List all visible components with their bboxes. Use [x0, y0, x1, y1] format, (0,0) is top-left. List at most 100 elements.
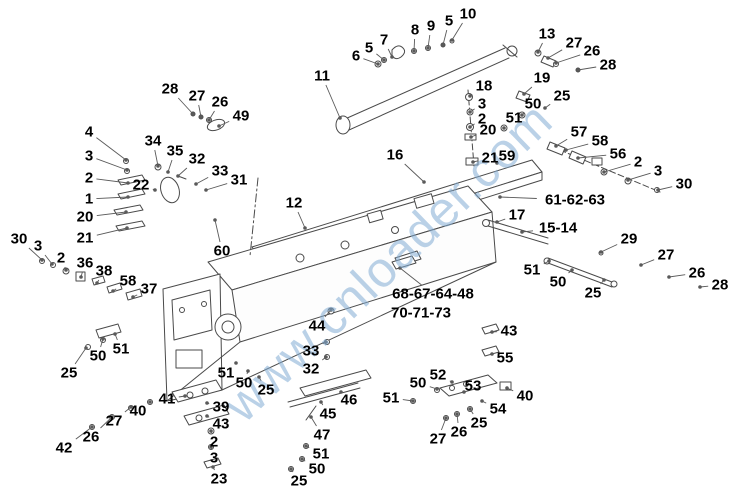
part-callout-61-62-63: 61-62-63: [544, 191, 606, 209]
part-callout-51: 51: [382, 389, 400, 407]
part-callout-17: 17: [508, 206, 526, 224]
part-callout-58: 58: [119, 272, 137, 290]
part-callout-18: 18: [475, 77, 493, 95]
right-plate-chain-drawing: [546, 141, 661, 193]
part-callout-10: 10: [459, 5, 477, 23]
part-callout-25: 25: [60, 364, 78, 382]
part-callout-43: 43: [500, 322, 518, 340]
part-callout-56: 56: [609, 145, 627, 163]
part-callout-6: 6: [351, 47, 361, 65]
part-callout-22: 22: [132, 176, 150, 194]
part-callout-21: 21: [76, 229, 94, 247]
part-callout-25: 25: [290, 472, 308, 490]
part-callout-35: 35: [166, 142, 184, 160]
part-callout-25: 25: [584, 284, 602, 302]
part-callout-29: 29: [620, 230, 638, 248]
part-callout-51: 51: [217, 364, 235, 382]
part-callout-26: 26: [211, 93, 229, 111]
part-callout-3: 3: [33, 237, 43, 255]
part-callout-36: 36: [76, 254, 94, 272]
leader-lines: [28, 22, 709, 473]
part-callout-28: 28: [711, 276, 729, 294]
part-callout-27: 27: [429, 430, 447, 448]
part-callout-30: 30: [10, 230, 28, 248]
part-callout-3: 3: [653, 162, 663, 180]
part-callout-51: 51: [312, 445, 330, 463]
part-callout-60: 60: [213, 242, 231, 260]
part-callout-44: 44: [308, 317, 326, 335]
part-callout-19: 19: [533, 69, 551, 87]
part-callout-27: 27: [188, 87, 206, 105]
part-callout-50: 50: [308, 460, 326, 478]
part-callout-51: 51: [112, 340, 130, 358]
part-callout-3: 3: [477, 95, 487, 113]
part-callout-28: 28: [161, 80, 179, 98]
part-callout-20: 20: [76, 208, 94, 226]
part-callout-50: 50: [235, 374, 253, 392]
part-callout-9: 9: [426, 17, 436, 35]
part-callout-57: 57: [570, 123, 588, 141]
part-callout-37: 37: [140, 280, 158, 298]
part-callout-39: 39: [212, 398, 230, 416]
part-callout-52: 52: [429, 366, 447, 384]
part-callout-13: 13: [538, 25, 556, 43]
part-callout-49: 49: [232, 107, 250, 125]
bottom-center-bars-drawing: [287, 307, 372, 472]
part-callout-43: 43: [212, 415, 230, 433]
part-callout-8: 8: [410, 21, 420, 39]
part-callout-34: 34: [144, 132, 162, 150]
part-callout-46: 46: [340, 391, 358, 409]
part-callout-27: 27: [105, 412, 123, 430]
part-callout-32: 32: [188, 150, 206, 168]
part-callout-32: 32: [302, 360, 320, 378]
bottom-right-assembly-drawing: [410, 323, 512, 421]
part-callout-26: 26: [688, 264, 706, 282]
part-callout-70-71-73: 70-71-73: [390, 304, 452, 322]
part-callout-50: 50: [89, 347, 107, 365]
part-callout-4: 4: [84, 123, 94, 141]
part-callout-26: 26: [82, 428, 100, 446]
part-callout-2: 2: [56, 249, 66, 267]
part-callout-2: 2: [84, 169, 94, 187]
part-callout-26: 26: [583, 42, 601, 60]
part-callout-1: 1: [84, 190, 94, 208]
part-callout-51: 51: [505, 109, 523, 127]
part-callout-25: 25: [470, 414, 488, 432]
part-callout-28: 28: [599, 56, 617, 74]
part-callout-23: 23: [210, 470, 228, 488]
part-callout-33: 33: [211, 162, 229, 180]
part-callout-50: 50: [409, 374, 427, 392]
part-callout-41: 41: [158, 390, 176, 408]
part-callout-53: 53: [464, 377, 482, 395]
part-callout-26: 26: [450, 423, 468, 441]
part-callout-51: 51: [523, 261, 541, 279]
part-callout-20: 20: [479, 121, 497, 139]
part-callout-27: 27: [657, 246, 675, 264]
part-callout-11: 11: [314, 67, 330, 85]
part-callout-21: 21: [481, 149, 499, 167]
part-callout-31: 31: [230, 171, 248, 189]
part-callout-58: 58: [591, 132, 609, 150]
part-callout-40: 40: [129, 402, 147, 420]
part-callout-25: 25: [257, 381, 275, 399]
upper-left-link-drawing: [190, 111, 226, 132]
part-callout-47: 47: [313, 426, 331, 444]
part-callout-54: 54: [489, 400, 507, 418]
part-callout-50: 50: [549, 273, 567, 291]
part-callout-2: 2: [633, 153, 643, 171]
part-callout-2: 2: [209, 433, 219, 451]
part-callout-59: 59: [498, 147, 516, 165]
part-callout-55: 55: [496, 349, 514, 367]
part-callout-3: 3: [209, 449, 219, 467]
part-callout-42: 42: [55, 439, 73, 457]
part-callout-33: 33: [302, 342, 320, 360]
part-callout-5: 5: [364, 39, 374, 57]
part-callout-5: 5: [444, 12, 454, 30]
part-callout-45: 45: [319, 405, 337, 423]
part-callout-2: 2: [477, 110, 487, 128]
part-callout-25: 25: [553, 87, 571, 105]
part-callout-27: 27: [565, 34, 583, 52]
part-callout-38: 38: [95, 262, 113, 280]
